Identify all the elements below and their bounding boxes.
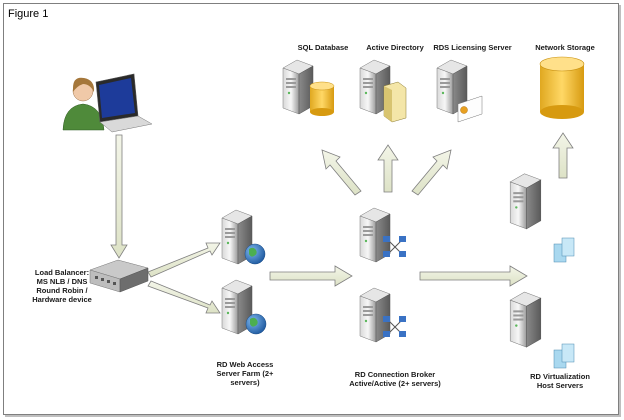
arrow-lb-to-web-upper bbox=[147, 242, 221, 278]
rd-web-access-server-1 bbox=[221, 209, 266, 265]
rds-licensing-server bbox=[436, 59, 483, 123]
active-directory-label: Active Directory bbox=[366, 43, 424, 52]
user-workstation-icon bbox=[62, 73, 153, 133]
database-icon bbox=[309, 81, 335, 116]
rd-web-access-label: RD Web Access Server Farm (2+ servers) bbox=[216, 360, 274, 387]
rd-virtualization-server-1 bbox=[509, 173, 575, 263]
network-storage-icon bbox=[539, 56, 585, 119]
broker-network-icon bbox=[383, 236, 406, 257]
arrow-user-to-loadbalancer bbox=[110, 134, 128, 259]
certificate-icon bbox=[457, 95, 483, 123]
rd-virtualization-server-2 bbox=[509, 291, 575, 369]
arrow-lb-to-web-lower bbox=[147, 280, 221, 314]
arrow-broker-to-licensing bbox=[411, 149, 452, 196]
rd-connection-broker-server-1 bbox=[359, 207, 406, 263]
rd-web-access-server-2 bbox=[221, 279, 267, 335]
figure-title: Figure 1 bbox=[8, 8, 49, 20]
rds-licensing-label: RDS Licensing Server bbox=[433, 43, 512, 52]
load-balancer-label: Load Balancer: MS NLB / DNS Round Robin … bbox=[32, 268, 92, 304]
sql-database-label: SQL Database bbox=[297, 43, 349, 52]
broker-network-icon bbox=[383, 316, 406, 337]
sql-database-server bbox=[282, 59, 335, 116]
load-balancer-icon bbox=[89, 259, 149, 293]
network-storage-label: Network Storage bbox=[535, 43, 595, 52]
arrow-broker-to-sql bbox=[321, 149, 362, 196]
rd-virtualization-label: RD Virtualization Host Servers bbox=[530, 372, 590, 390]
active-directory-server bbox=[359, 59, 407, 123]
arrow-broker-to-virtualization bbox=[419, 265, 528, 287]
vm-icon bbox=[553, 343, 575, 369]
arrow-virtualization-to-storage bbox=[552, 132, 574, 179]
rd-connection-broker-label: RD Connection Broker Active/Active (2+ s… bbox=[349, 370, 441, 388]
directory-book-icon bbox=[383, 81, 407, 123]
arrow-web-to-broker bbox=[269, 265, 353, 287]
vm-icon bbox=[553, 237, 575, 263]
arrow-broker-to-ad bbox=[377, 144, 399, 193]
rd-connection-broker-server-2 bbox=[359, 287, 406, 343]
